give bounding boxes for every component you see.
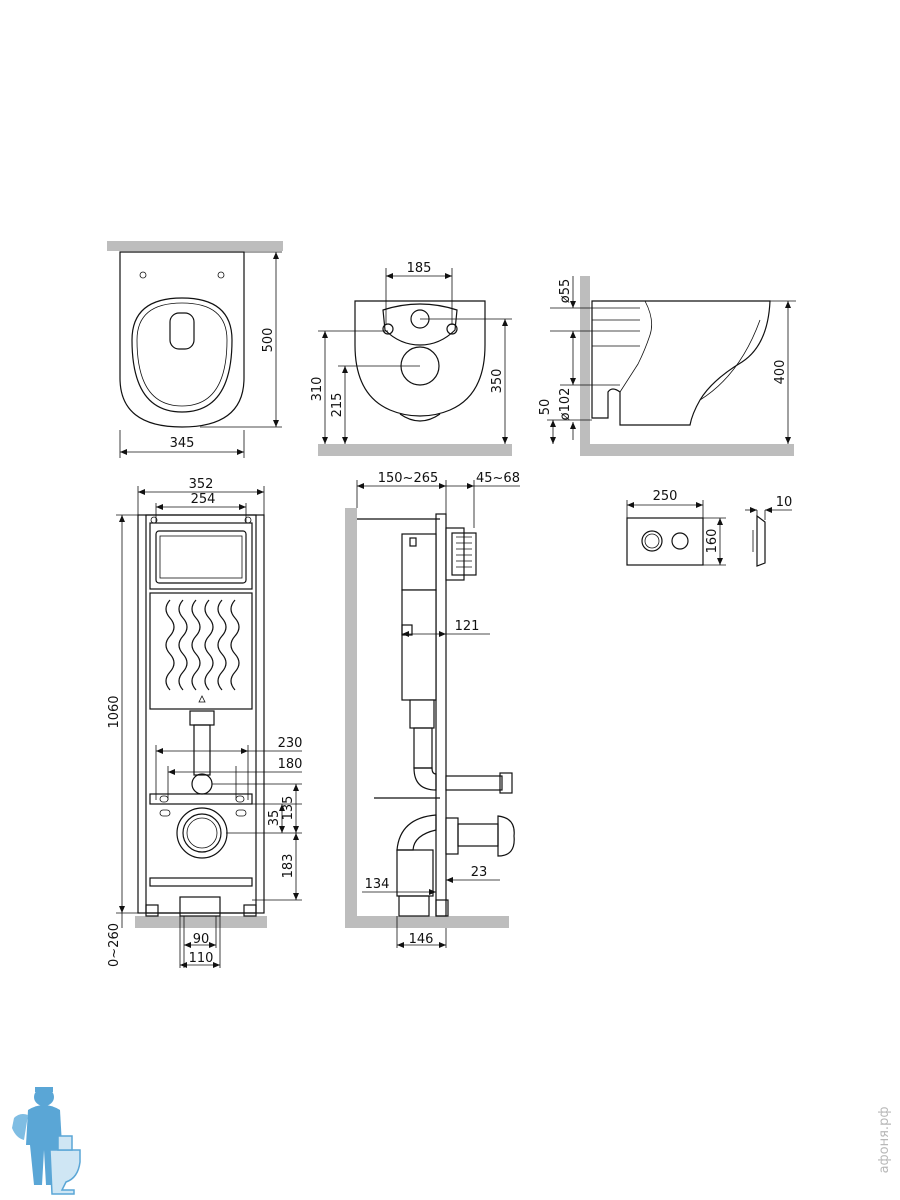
width-90-label: 90	[193, 932, 210, 947]
frame-front-view: 352 254 1060 0~260 230 180 135 35 183	[107, 477, 302, 968]
plate-height-label: 160	[705, 529, 720, 554]
bowl-side-view: ø55 ø102 50 400	[538, 276, 796, 456]
depth-150-265-label: 150~265	[378, 471, 439, 486]
watermark-text: афоня.рф	[877, 1107, 892, 1174]
height-35-label: 35	[267, 810, 282, 827]
bowl-front-view: 185 310 215 350	[310, 261, 512, 456]
depth-146-label: 146	[409, 932, 434, 947]
top-width-label: 345	[170, 436, 195, 451]
diameter-102-label: ø102	[558, 388, 573, 421]
height-1060-label: 1060	[107, 695, 122, 728]
width-352-label: 352	[189, 477, 214, 492]
plate-width-label: 250	[653, 489, 678, 504]
height-215-label: 215	[330, 393, 345, 418]
diameter-55-label: ø55	[558, 279, 573, 304]
depth-23-label: 23	[471, 865, 488, 880]
width-180-label: 180	[278, 757, 303, 772]
width-230-label: 230	[278, 736, 303, 751]
hole-span-label: 185	[407, 261, 432, 276]
height-50-label: 50	[538, 399, 553, 416]
height-183-label: 183	[281, 854, 296, 879]
plumber-mascot-logo	[12, 1087, 81, 1195]
flush-plate: 250 160 10	[626, 489, 793, 567]
height-400-label: 400	[773, 360, 788, 385]
bowl-top-view: 345 500	[107, 241, 283, 458]
wave-pattern	[165, 599, 240, 691]
width-254-label: 254	[191, 492, 216, 507]
plate-thickness-label: 10	[776, 495, 793, 510]
height-350-label: 350	[490, 369, 505, 394]
height-310-label: 310	[310, 377, 325, 402]
height-0-260-label: 0~260	[107, 923, 122, 967]
depth-121-label: 121	[455, 619, 480, 634]
top-height-label: 500	[261, 328, 276, 353]
height-135-label: 135	[281, 796, 296, 821]
depth-45-68-label: 45~68	[476, 471, 520, 486]
frame-side-view: 150~265 45~68 121 134 23 146	[345, 471, 520, 948]
depth-134-label: 134	[365, 877, 390, 892]
width-110-label: 110	[189, 951, 214, 966]
